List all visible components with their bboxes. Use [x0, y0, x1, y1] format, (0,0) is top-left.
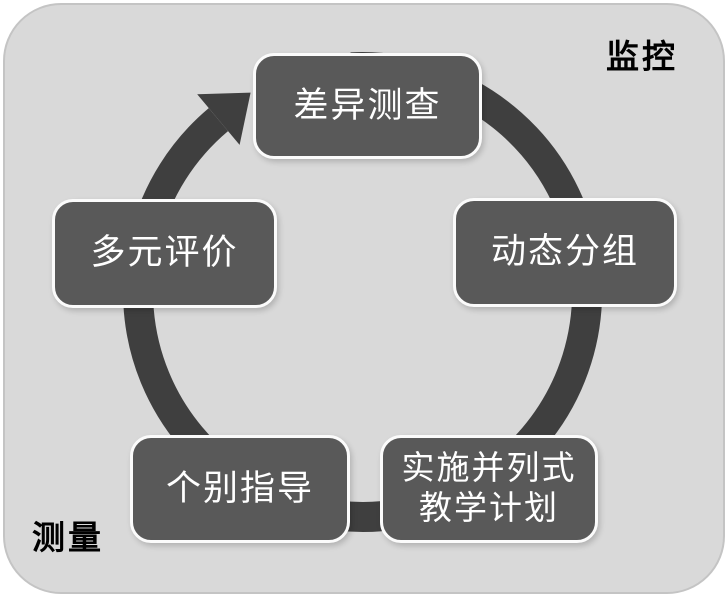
corner-label-monitoring: 监控	[606, 37, 678, 76]
cycle-node-bottom-right: 实施并列式 教学计划	[380, 435, 598, 543]
corner-label-measurement: 测量	[32, 518, 104, 557]
cycle-node-label: 差异测查	[293, 85, 442, 125]
cycle-node-bottom-left: 个别指导	[130, 435, 350, 543]
cycle-node-label: 动态分组	[490, 232, 639, 272]
cycle-node-left: 多元评价	[52, 199, 277, 308]
cycle-node-right: 动态分组	[453, 198, 677, 307]
cycle-node-label: 实施并列式 教学计划	[401, 450, 577, 527]
cycle-node-label: 多元评价	[90, 233, 239, 273]
cycle-node-top: 差异测查	[253, 53, 482, 159]
cycle-node-label: 个别指导	[165, 468, 314, 508]
